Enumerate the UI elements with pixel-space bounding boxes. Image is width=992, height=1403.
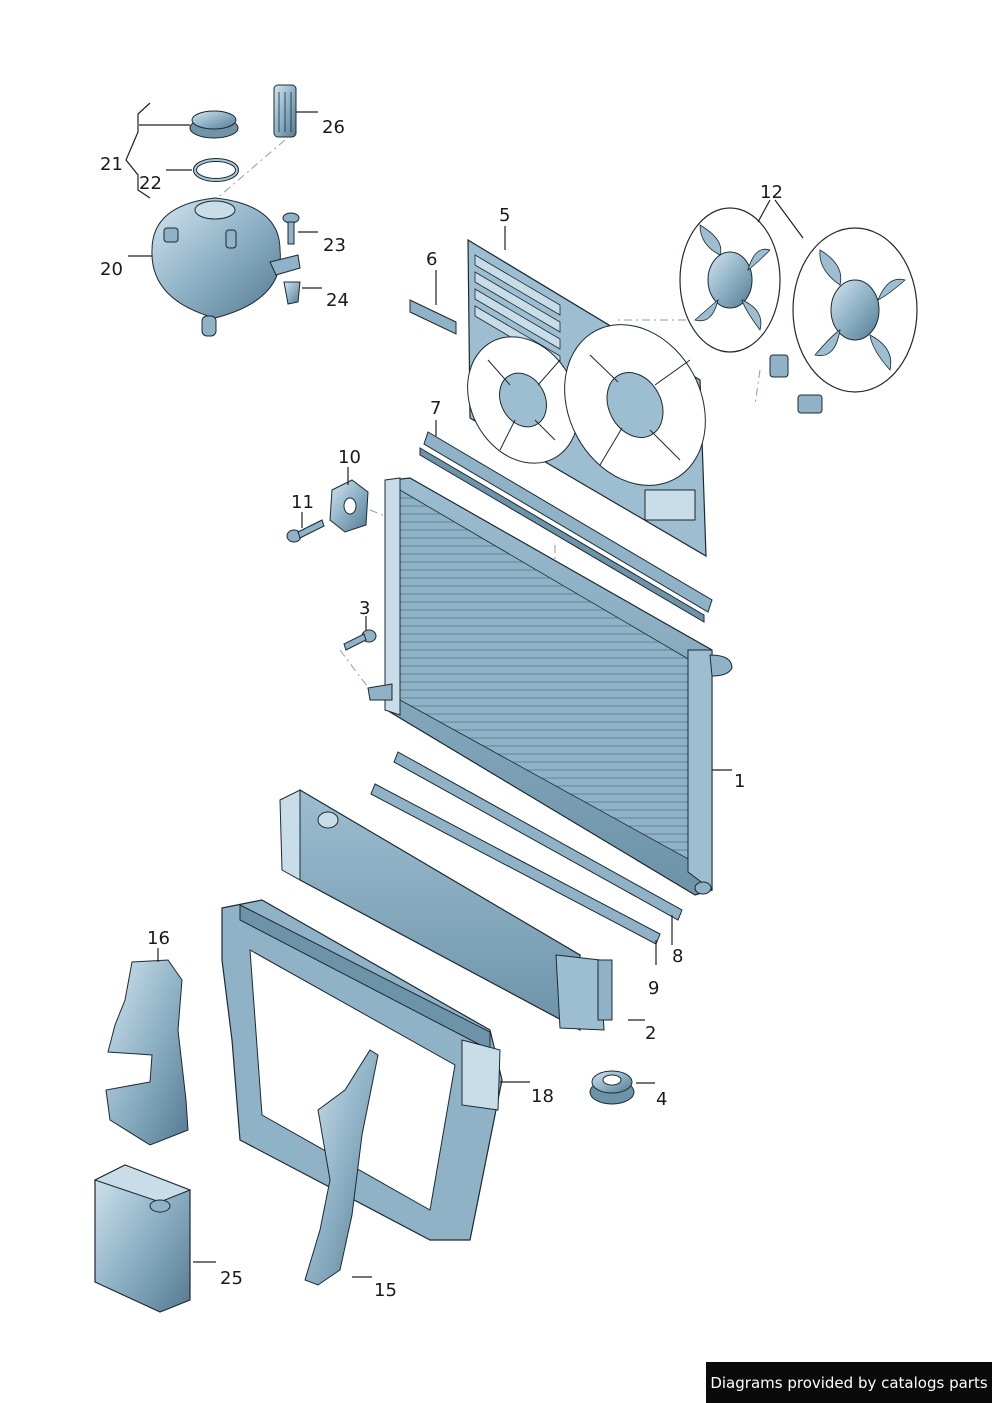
callout-2: 2 — [645, 1023, 657, 1044]
part-2-charge-air-cooler — [279, 789, 613, 1032]
part-24-clip — [283, 281, 301, 305]
callout-11: 11 — [291, 492, 314, 513]
callout-18: 18 — [531, 1086, 554, 1107]
callout-5: 5 — [499, 205, 511, 226]
callout-4: 4 — [656, 1089, 668, 1110]
callout-25: 25 — [220, 1268, 243, 1289]
leader-lines — [125, 102, 804, 1278]
callout-16: 16 — [147, 928, 170, 949]
part-7-seal-strip — [419, 431, 713, 623]
callout-24: 24 — [326, 290, 349, 311]
part-5-fan-shroud — [467, 238, 707, 558]
callout-8: 8 — [672, 946, 684, 967]
callout-9: 9 — [648, 978, 660, 999]
callout-7: 7 — [430, 398, 442, 419]
credit-banner: Diagrams provided by catalogs parts — [706, 1362, 992, 1403]
part-3-screw — [343, 629, 377, 651]
callout-6: 6 — [426, 249, 438, 270]
callout-12: 12 — [760, 182, 783, 203]
part-12-fan-right — [792, 227, 918, 414]
part-23-screw — [282, 212, 300, 245]
part-20-expansion-tank — [151, 197, 301, 337]
part-4-grommet — [589, 1070, 635, 1105]
part-22-oring — [193, 158, 239, 182]
part-26-filter — [273, 84, 297, 138]
callout-10: 10 — [338, 447, 361, 468]
part-25-coolant-bottle — [93, 1164, 192, 1313]
part-21-cap — [189, 110, 239, 139]
callout-23: 23 — [323, 235, 346, 256]
part-1-radiator — [367, 477, 733, 896]
part-10-bracket — [329, 479, 369, 533]
part-16-air-guide — [105, 959, 189, 1146]
callout-26: 26 — [322, 117, 345, 138]
callout-22: 22 — [139, 173, 162, 194]
part-8-seal-strip — [393, 751, 683, 921]
part-6-seal — [409, 299, 457, 335]
callout-3: 3 — [359, 598, 371, 619]
callout-15: 15 — [374, 1280, 397, 1301]
callout-20: 20 — [100, 259, 123, 280]
part-11-bolt — [286, 519, 325, 543]
callout-1: 1 — [734, 771, 746, 792]
part-12-fan-left — [679, 207, 789, 378]
part-15-air-duct — [304, 1049, 379, 1286]
callout-21: 21 — [100, 154, 123, 175]
